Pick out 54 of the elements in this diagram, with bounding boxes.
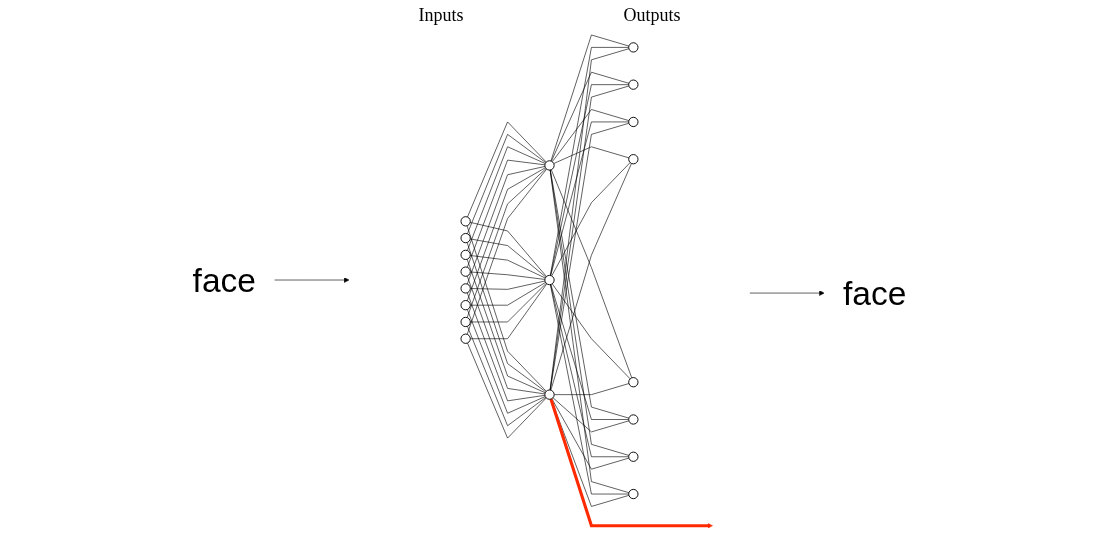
neuron-circle bbox=[628, 488, 639, 500]
neuron-circle bbox=[628, 377, 639, 388]
connector-line bbox=[550, 34, 630, 162]
connector-line bbox=[551, 71, 630, 162]
neuron-circle bbox=[460, 316, 471, 328]
connector-line bbox=[467, 309, 546, 414]
connector-line bbox=[552, 397, 630, 433]
neuron-circle bbox=[460, 333, 471, 344]
connector-line bbox=[550, 284, 629, 495]
node-label: face bbox=[192, 261, 256, 299]
neuron-circle bbox=[544, 274, 555, 286]
neuron-circle bbox=[628, 154, 639, 165]
connector-line bbox=[553, 146, 630, 164]
connector-line bbox=[467, 146, 546, 251]
neuron-circle bbox=[460, 216, 471, 227]
neuron-circle bbox=[628, 116, 639, 128]
connector-line bbox=[467, 121, 547, 218]
connector-line bbox=[552, 109, 630, 162]
connector-line bbox=[470, 283, 547, 323]
neuron-circle bbox=[544, 160, 555, 171]
neuron-circle bbox=[460, 266, 471, 277]
neuron-circle bbox=[628, 42, 639, 53]
neuron-circle bbox=[460, 249, 471, 260]
connector-line bbox=[550, 84, 629, 276]
connector-line bbox=[551, 162, 631, 277]
connector-line bbox=[470, 283, 548, 340]
neuron-circle bbox=[544, 389, 555, 400]
connector-line bbox=[470, 271, 546, 280]
connector-line bbox=[549, 398, 713, 529]
connector-line bbox=[470, 280, 546, 290]
connector-line bbox=[466, 159, 546, 268]
connector-line bbox=[550, 121, 629, 276]
connector-line bbox=[551, 398, 630, 470]
neuron-circle bbox=[460, 283, 471, 294]
connector-line bbox=[469, 222, 547, 277]
connector-line bbox=[467, 134, 547, 235]
connector-line bbox=[553, 383, 630, 395]
neuron-circle bbox=[628, 451, 639, 462]
layer-label: Outputs bbox=[623, 4, 681, 26]
layer-label: Inputs bbox=[418, 4, 464, 26]
neuron-circle bbox=[628, 414, 639, 425]
connector-line bbox=[466, 292, 546, 402]
connector-line bbox=[467, 342, 547, 439]
connector-line bbox=[550, 284, 629, 458]
neuron-circle bbox=[460, 232, 471, 244]
connector-line bbox=[469, 238, 547, 278]
connector-line bbox=[470, 282, 546, 306]
neuron-circle bbox=[460, 300, 471, 311]
connector-line bbox=[550, 284, 629, 420]
connector-line bbox=[469, 255, 546, 279]
connector-line bbox=[467, 325, 547, 426]
neuron-circle bbox=[628, 79, 639, 90]
connector-line bbox=[551, 283, 631, 380]
node-label: face bbox=[843, 274, 907, 312]
